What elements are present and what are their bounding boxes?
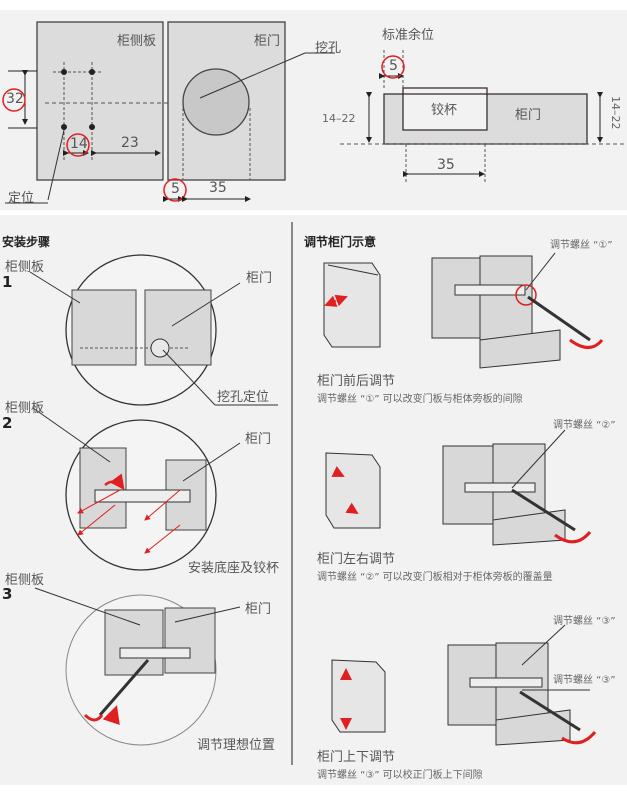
step-3-side-label: 柜侧板 bbox=[5, 573, 45, 588]
step-1-side-label: 柜侧板 bbox=[5, 260, 45, 275]
step-3-number: 3 bbox=[2, 585, 13, 603]
adjust-1-drawing bbox=[323, 252, 604, 369]
adjust-3-drawing bbox=[331, 624, 597, 746]
adjust-3-screw-label-2: 调节螺丝 “③” bbox=[553, 675, 616, 686]
adjust-3-screw-label: 调节螺丝 “③” bbox=[553, 616, 616, 627]
cup-label: 铰杯 bbox=[431, 103, 458, 118]
thickness-right: 14–22 bbox=[609, 96, 622, 130]
dimension-5-bottom: 5 bbox=[171, 181, 180, 197]
adjust-2-title: 柜门左右调节 bbox=[317, 552, 396, 567]
step-2-caption: 安装底座及铰杯 bbox=[188, 561, 280, 576]
door-drawing bbox=[163, 21, 335, 202]
door-label-section: 柜门 bbox=[515, 108, 542, 123]
step-3-caption: 调节理想位置 bbox=[197, 738, 276, 753]
hole-label: 挖孔 bbox=[315, 41, 342, 56]
adjust-3-title: 柜门上下调节 bbox=[317, 750, 396, 765]
position-label: 定位 bbox=[8, 191, 35, 206]
step-3-door-label: 柜门 bbox=[245, 602, 272, 617]
dimension-35-section: 35 bbox=[437, 157, 455, 173]
adjust-2-drawing bbox=[325, 429, 592, 546]
highlight-circle-32 bbox=[2, 88, 26, 112]
adjust-1-title: 柜门前后调节 bbox=[317, 374, 396, 389]
step-1-drawing bbox=[29, 254, 278, 406]
step-2-drawing bbox=[32, 407, 241, 571]
step-1-number: 1 bbox=[2, 273, 13, 291]
step-2-number: 2 bbox=[2, 414, 13, 432]
highlight-circle-5 bbox=[163, 178, 187, 202]
dimension-23: 23 bbox=[121, 135, 139, 151]
step-2-door-label: 柜门 bbox=[245, 432, 272, 447]
adjust-1-description: 调节螺丝 “①” 可以改变门板与柜体旁板的间隙 bbox=[317, 394, 523, 405]
dimension-14: 14 bbox=[70, 136, 88, 152]
dimension-35-bottom: 35 bbox=[209, 180, 227, 196]
door-label-top: 柜门 bbox=[254, 34, 281, 49]
adjust-3-description: 调节螺丝 “③” 可以校正门板上下间隙 bbox=[317, 770, 483, 781]
standard-margin-title: 标准余位 bbox=[382, 28, 435, 43]
dimension-32: 32 bbox=[6, 91, 24, 107]
adjust-1-screw-label: 调节螺丝 “①” bbox=[550, 240, 613, 251]
adjust-2-screw-label: 调节螺丝 “②” bbox=[553, 420, 616, 431]
dimension-standard-5: 5 bbox=[389, 58, 398, 74]
highlight-circle-14 bbox=[66, 133, 90, 157]
install-steps-heading: 安装步骤 bbox=[2, 235, 51, 249]
step-3-drawing bbox=[34, 587, 241, 746]
highlight-circle-standard-5 bbox=[381, 55, 405, 79]
adjust-2-description: 调节螺丝 “②” 可以改变门板相对于柜体旁板的覆盖量 bbox=[317, 572, 553, 583]
thickness-left: 14–22 bbox=[322, 112, 356, 125]
step-2-side-label: 柜侧板 bbox=[5, 401, 45, 416]
step-1-caption: 挖孔定位 bbox=[217, 390, 270, 405]
step-1-door-label: 柜门 bbox=[246, 271, 273, 286]
adjust-heading: 调节柜门示意 bbox=[304, 235, 377, 249]
side-panel-label: 柜侧板 bbox=[117, 34, 157, 49]
cross-section-drawing bbox=[340, 50, 627, 184]
